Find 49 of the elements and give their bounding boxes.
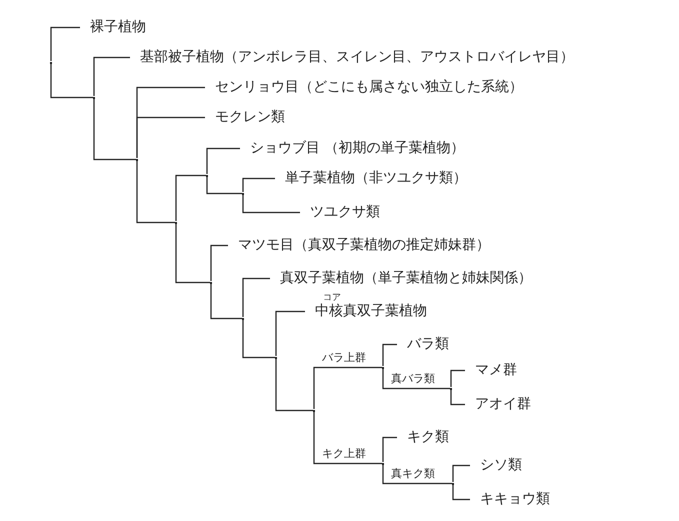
branch-line <box>382 368 450 390</box>
branch-line <box>175 223 210 284</box>
branch-line <box>452 484 470 500</box>
clade-label: キキョウ類 <box>470 489 550 509</box>
clade-label: シソ類 <box>470 455 522 475</box>
branch-line <box>93 98 136 160</box>
branch-line <box>450 389 465 406</box>
branch-line <box>242 178 275 192</box>
clade-label: 基部被子植物（アンボレラ目、スイレン目、アウストロバイレヤ目） <box>130 47 574 67</box>
branch-line <box>175 174 206 221</box>
branch-line <box>313 411 382 464</box>
branch-line <box>275 310 305 356</box>
clade-label: 裸子植物 <box>80 17 146 37</box>
edge-label: キク上群 <box>321 447 367 460</box>
branch-line <box>93 56 130 96</box>
clade-label: マメ群 <box>465 360 517 380</box>
ruby-text: コア <box>323 293 341 303</box>
branch-line <box>210 283 242 320</box>
clade-label: バラ類 <box>397 334 449 354</box>
branch-line <box>50 63 93 98</box>
clade-label: モクレン類 <box>205 107 285 127</box>
branch-line <box>50 26 80 61</box>
clade-label: ツユクサ類 <box>300 202 380 222</box>
clade-label: アオイ群 <box>465 394 531 414</box>
clade-label: 単子葉植物（非ツユクサ類） <box>275 168 467 188</box>
branch-line <box>242 319 275 358</box>
branch-line <box>242 278 270 317</box>
clade-label: ショウブ目 （初期の単子葉植物） <box>240 138 464 158</box>
clade-label: キク類 <box>397 427 449 447</box>
branch-line <box>136 116 205 158</box>
edge-label: 真バラ類 <box>390 372 436 385</box>
branch-line <box>382 344 397 366</box>
branch-line <box>210 244 228 281</box>
edge-label: 真キク類 <box>390 467 436 480</box>
clade-label: マツモ目（真双子葉植物の推定姉妹群） <box>228 235 490 255</box>
branch-line <box>382 464 452 484</box>
clade-label: センリョウ目（どこにも属さない独立した系統） <box>205 77 523 97</box>
branch-line <box>452 464 470 482</box>
clade-label: 中核真双子葉植物 <box>315 303 427 319</box>
branch-line <box>382 436 397 462</box>
branch-line <box>242 194 300 214</box>
branch-line <box>450 370 465 387</box>
branch-line <box>206 176 242 194</box>
clade-label: 真双子葉植物（単子葉植物と姉妹関係） <box>270 268 532 288</box>
branch-line <box>313 366 382 409</box>
branch-line <box>206 148 240 174</box>
branch-line <box>136 160 175 224</box>
edge-label: バラ上群 <box>321 351 367 364</box>
branch-line <box>275 358 313 412</box>
